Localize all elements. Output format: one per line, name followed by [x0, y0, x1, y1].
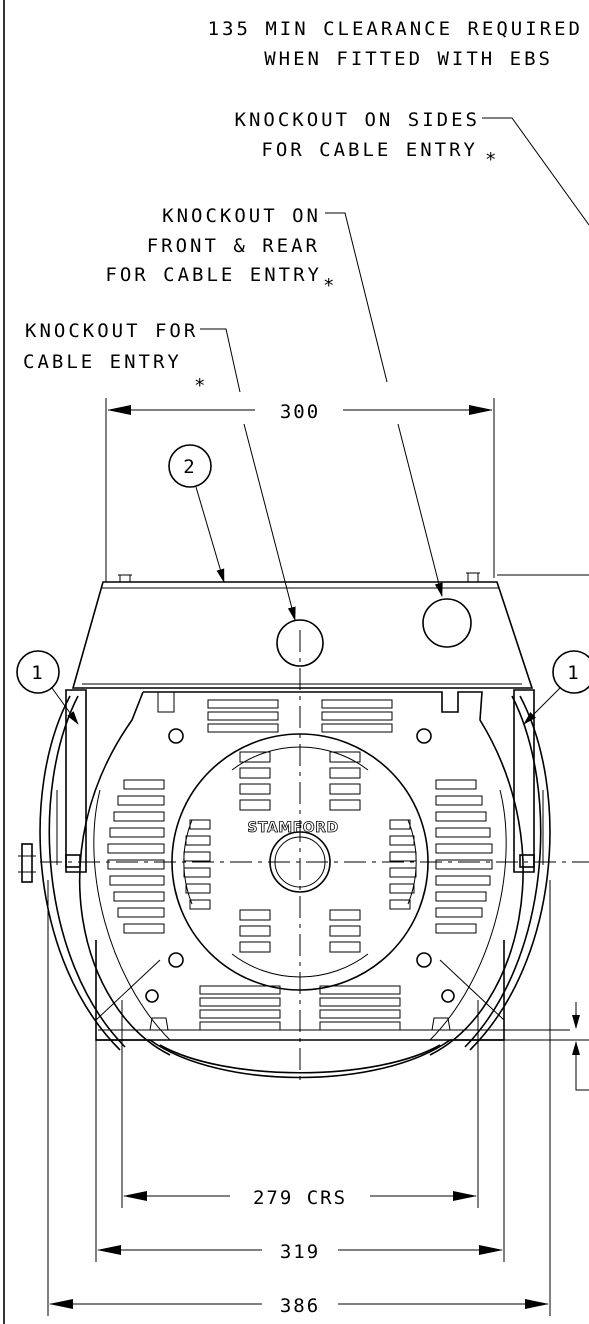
louvre-group [107, 699, 493, 1031]
balloon-item-1-right-leader [523, 687, 561, 725]
dim-319-label: 319 [280, 1241, 320, 1263]
dim-386-label: 386 [280, 1295, 320, 1317]
knockout-front-note-line2: FRONT & REAR [147, 235, 320, 257]
knockout-top-leader-lower [243, 423, 296, 621]
knockout-top-note-line1: KNOCKOUT FOR [25, 320, 198, 342]
fixing-hole-bottom-left [168, 952, 184, 968]
knockout-top-note-line2: CABLE ENTRY [23, 351, 182, 373]
balloon-item-1-left-leader [51, 687, 79, 725]
knockout-front-note-line3: FOR CABLE ENTRY [105, 264, 322, 286]
knockout-sides-note-line1: KNOCKOUT ON SIDES [235, 109, 480, 131]
knockout-front-leader [325, 212, 388, 383]
knockout-top-leader [200, 328, 241, 393]
balloon-item-1-left [16, 650, 60, 694]
clearance-note-line2: WHEN FITTED WITH EBS [264, 48, 553, 70]
knockout-top-asterisk: * [194, 375, 208, 397]
knockout-front-note-line1: KNOCKOUT ON [162, 205, 321, 227]
balloon-item-1-right [552, 650, 589, 694]
terminal-box [71, 572, 589, 689]
balloon-item-1-right-label: 1 [567, 662, 580, 684]
dim-279-label: 279 CRS [253, 1187, 347, 1209]
knockout-front-asterisk: * [323, 275, 337, 297]
knockout-sides-note-line2: FOR CABLE ENTRY [261, 139, 478, 161]
knockout-circle-centre [276, 619, 324, 667]
knockout-front-leader-lower [397, 423, 443, 597]
balloon-item-2-label: 2 [183, 456, 196, 478]
clearance-note-line1: 135 MIN CLEARANCE REQUIRED [208, 18, 583, 40]
balloon-item-2 [168, 444, 212, 488]
dim-300-label: 300 [280, 401, 320, 423]
fixing-hole-top-right [416, 728, 432, 744]
knockout-sides-asterisk: * [485, 149, 499, 171]
balloon-item-1-left-label: 1 [31, 662, 44, 684]
knockout-circle-right [422, 598, 472, 648]
stamford-logo: STAMFORD [247, 820, 338, 836]
fixing-hole-top-left [168, 728, 184, 744]
knockout-sides-leader [482, 117, 589, 226]
balloon-item-2-leader [195, 486, 225, 583]
fixing-hole-bottom-right [416, 952, 432, 968]
